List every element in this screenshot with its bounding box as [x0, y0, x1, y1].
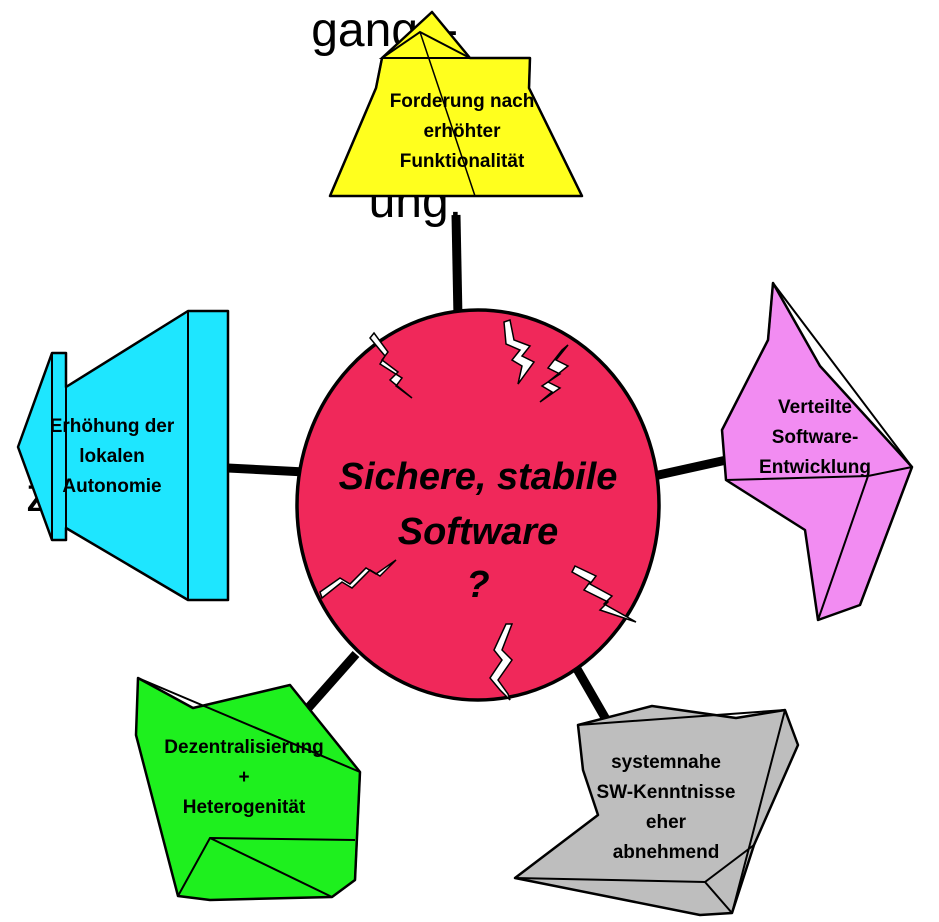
node-right-label-2: Software- [772, 427, 859, 448]
center-circle [295, 308, 661, 702]
node-left: Erhöhung der lokalen Autonomie [16, 309, 230, 602]
node-top: Forderung nach erhöhter Funktionalität [328, 10, 584, 198]
node-bottom-left-label-1: Dezentralisierung [164, 737, 323, 758]
node-right-label-3: Entwicklung [759, 457, 871, 478]
node-bottom-left-label-2: + [238, 767, 249, 788]
center-node: Sichere, stabile Software ? [295, 308, 661, 702]
node-left-label-1: Erhöhung der [50, 416, 175, 437]
node-bottom-right-shape [513, 704, 800, 917]
node-left-label-2: lokalen [79, 446, 144, 467]
node-top-label-3: Funktionalität [400, 151, 525, 172]
connector-top [451, 214, 463, 319]
center-label-3: ? [466, 564, 489, 606]
node-top-label-2: erhöhter [423, 121, 501, 142]
node-bottom-left-label-3: Heterogenität [183, 797, 306, 818]
node-bottom-right-label-3: eher [646, 812, 687, 833]
node-bottom-left: Dezentralisierung + Heterogenität [134, 676, 362, 902]
node-right-label-1: Verteilte [778, 397, 852, 418]
node-right-shape [720, 281, 914, 622]
node-left-shape [16, 309, 230, 602]
node-bottom-right-label-2: SW-Kenntnisse [597, 782, 736, 803]
node-top-label-1: Forderung nach [390, 91, 535, 112]
node-right: Verteilte Software- Entwicklung [720, 281, 914, 622]
center-cracks [319, 319, 637, 701]
center-label-1: Sichere, stabile [339, 456, 618, 498]
node-bottom-left-shape [134, 676, 362, 902]
node-bottom-right-label-4: abnehmend [613, 842, 720, 863]
node-bottom-right-label-1: systemnahe [611, 752, 721, 773]
node-left-label-3: Autonomie [62, 476, 161, 497]
node-bottom-right: systemnahe SW-Kenntnisse eher abnehmend [513, 704, 800, 917]
center-label-2: Software [398, 511, 558, 553]
